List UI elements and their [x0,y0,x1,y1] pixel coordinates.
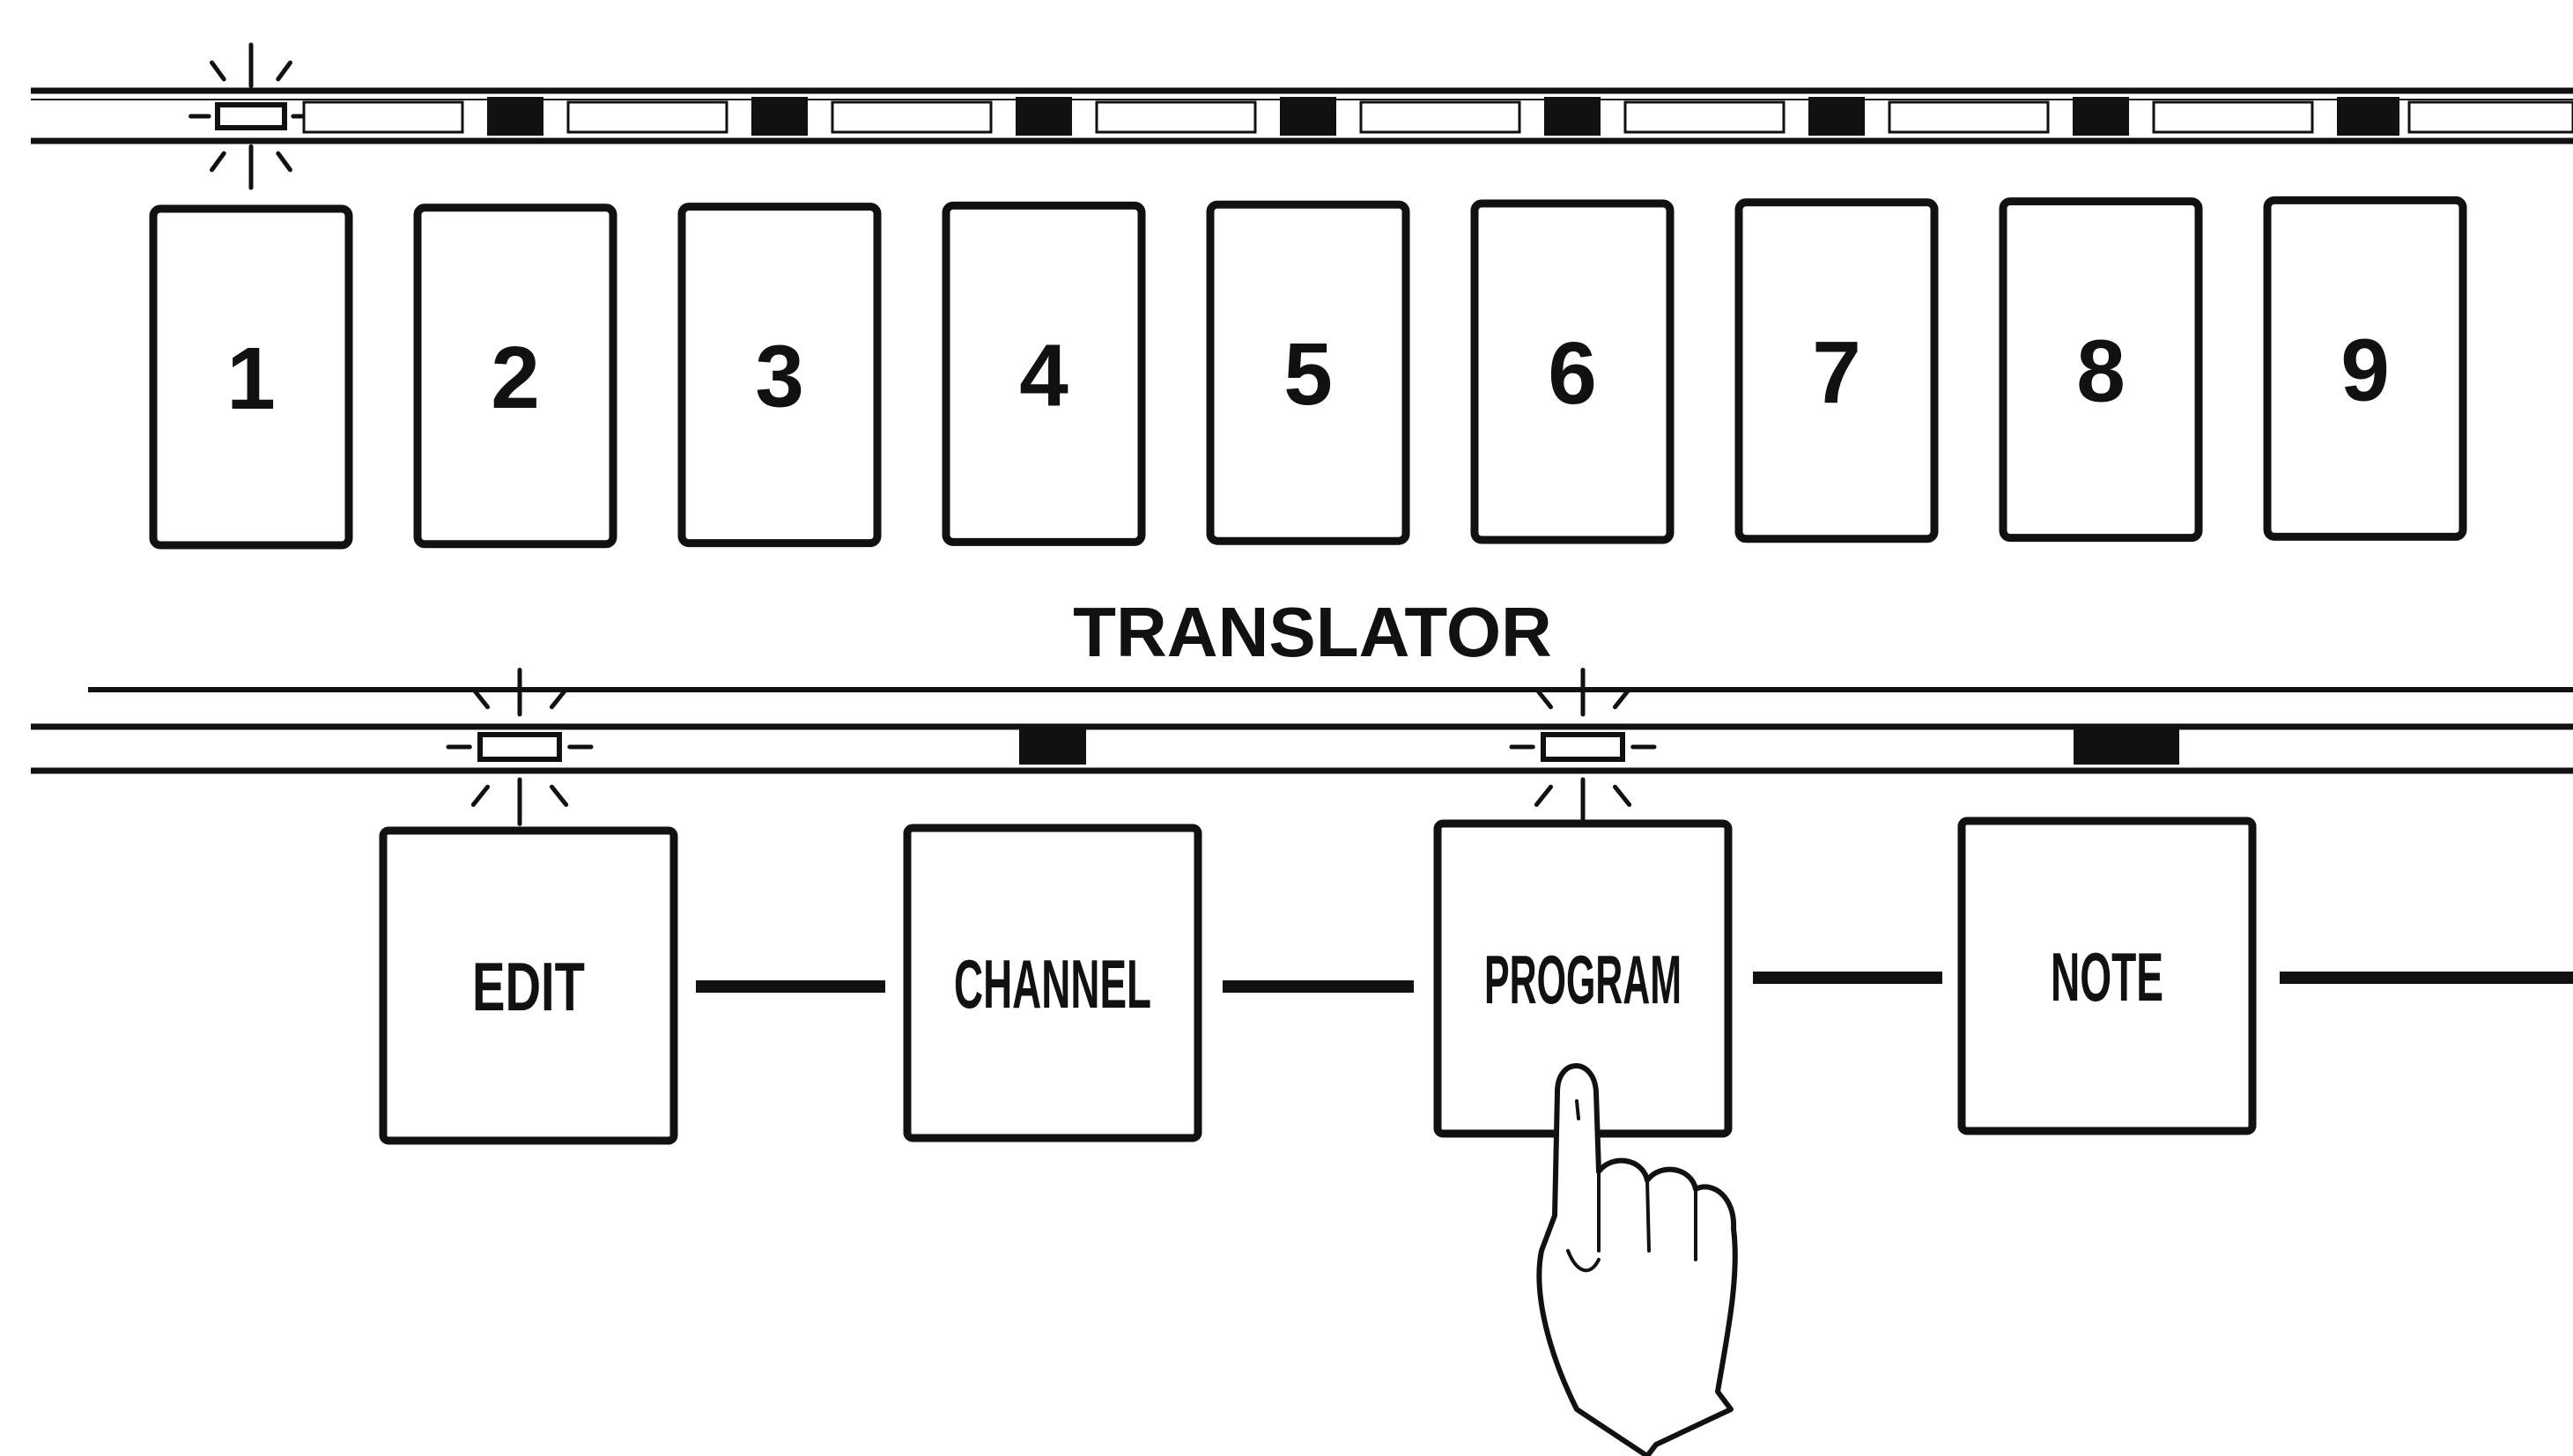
strip-segment [302,100,464,134]
strip-segment [1095,100,1257,134]
led-glow-rays [1509,668,1657,826]
top-led-row [189,42,2573,190]
number-pad-label: 2 [491,329,540,427]
strip-segment [1623,100,1786,134]
strip-segment [831,100,993,134]
led-off [1544,97,1601,136]
strip-segment [566,100,728,134]
function-button-row: EDIT CHANNEL PROGRAM NOTE [379,817,2257,1145]
number-pad-1[interactable]: 1 [149,204,353,550]
number-pad-8[interactable]: 8 [1999,197,2203,543]
led-off [1808,97,1865,136]
strip-segment [2152,100,2314,134]
button-connectors [696,972,2573,993]
number-pad-label: 3 [755,328,804,426]
number-pad-label: 1 [226,329,276,428]
bottom-led-row [446,668,2179,826]
led-glow-rays [446,668,594,826]
led-off [2073,97,2129,136]
number-pad-2[interactable]: 2 [413,203,617,549]
number-pad-label: 7 [1812,323,1861,422]
led-off [1016,97,1072,136]
led-glow-rays [189,42,314,190]
number-pad-7[interactable]: 7 [1734,198,1939,543]
bottom-led-strip [31,687,2573,774]
function-button-channel[interactable]: CHANNEL [903,824,1202,1142]
strip-segment [1359,100,1521,134]
led-off [751,97,808,136]
number-pad-3[interactable]: 3 [677,203,882,548]
number-pad-4[interactable]: 4 [942,201,1146,546]
number-pad-label: 4 [1019,326,1068,425]
function-button-label: EDIT [472,948,585,1025]
number-pad-6[interactable]: 6 [1470,199,1675,544]
function-button-label: CHANNEL [954,945,1151,1023]
led-off [1019,724,1086,765]
led-off [2112,724,2179,765]
function-button-note[interactable]: NOTE [1957,817,2257,1135]
number-pad-9[interactable]: 9 [2263,196,2467,541]
strip-segment [1888,100,2050,134]
led-off [2343,97,2399,136]
pressing-hand-icon [1536,1063,1738,1456]
led-off [1280,97,1336,136]
strip-segment [2407,100,2573,134]
number-pad-label: 6 [1548,324,1597,423]
led-lit [477,732,562,762]
number-pad-label: 9 [2340,321,2390,419]
number-pad-5[interactable]: 5 [1206,200,1410,545]
led-off [487,97,543,136]
number-pad-row: 1 2 3 4 5 6 7 8 9 [149,196,2467,550]
function-button-label: PROGRAM [1484,941,1682,1018]
number-pad-label: 8 [2076,322,2126,421]
function-button-label: NOTE [2051,938,2163,1016]
number-pad-label: 5 [1283,325,1333,424]
led-lit [1541,732,1625,762]
translator-label: TRANSLATOR [1073,593,1552,671]
function-button-edit[interactable]: EDIT [379,826,678,1145]
led-lit [215,102,287,130]
